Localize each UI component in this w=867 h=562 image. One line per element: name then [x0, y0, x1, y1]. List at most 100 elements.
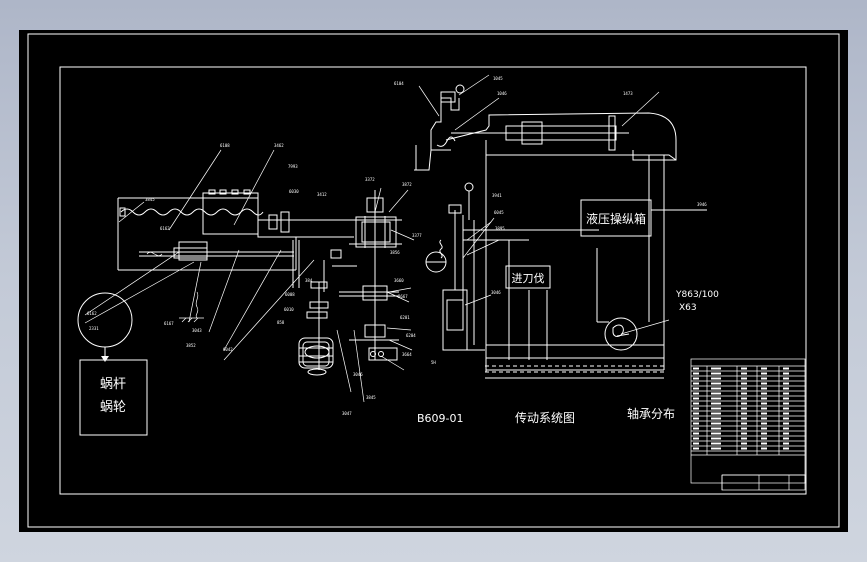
table-cell-mark — [761, 412, 767, 415]
table-cell-mark — [761, 377, 767, 380]
table-cell-mark — [711, 412, 721, 415]
svg-text:3660: 3660 — [394, 278, 404, 283]
table-cell-mark — [693, 382, 699, 385]
worm-label: 蜗杆 — [100, 376, 126, 392]
table-cell-mark — [711, 377, 721, 380]
svg-text:1046: 1046 — [497, 91, 507, 96]
table-cell-mark — [741, 417, 747, 420]
worm-wheel-label: 蜗轮 — [100, 399, 126, 415]
table-cell-mark — [711, 432, 721, 435]
svg-text:858: 858 — [277, 320, 285, 325]
svg-text:2331: 2331 — [89, 326, 99, 331]
table-cell-mark — [761, 372, 767, 375]
table-cell-mark — [693, 372, 699, 375]
svg-text:3412: 3412 — [317, 192, 327, 197]
table-cell-mark — [761, 402, 767, 405]
table-cell-mark — [711, 382, 721, 385]
svg-text:3872: 3872 — [402, 182, 412, 187]
svg-text:6008: 6008 — [285, 292, 295, 297]
table-cell-mark — [783, 427, 789, 430]
table-cell-mark — [711, 437, 721, 440]
table-cell-mark — [741, 407, 747, 410]
table-cell-mark — [783, 367, 789, 370]
table-cell-mark — [783, 392, 789, 395]
table-cell-mark — [761, 382, 767, 385]
cad-drawing-canvas: 蜗杆 蜗轮 3845 6108 3462 6162 6162 2331 6167… — [19, 30, 848, 532]
hydraulic-control-box — [580, 199, 652, 237]
feed-valve-label: 进刀伐 — [512, 272, 545, 285]
svg-text:6104: 6104 — [394, 81, 404, 86]
table-cell-mark — [693, 417, 699, 420]
bearing-distribution-title: 轴承分布 — [627, 406, 675, 421]
table-cell-mark — [761, 427, 767, 430]
inner-border — [59, 66, 807, 495]
pump-circle — [604, 317, 638, 351]
transmission-diagram: 蜗杆 蜗轮 3845 6108 3462 6162 6162 2331 6167… — [27, 33, 840, 528]
table-cell-mark — [693, 427, 699, 430]
table-cell-mark — [741, 367, 747, 370]
table-cell-mark — [761, 387, 767, 390]
svg-text:3046: 3046 — [353, 372, 363, 377]
hydraulic-control-label: 液压操纵箱 — [586, 211, 646, 226]
table-cell-mark — [741, 437, 747, 440]
table-cell-mark — [783, 402, 789, 405]
table-cell-mark — [783, 372, 789, 375]
svg-text:3946: 3946 — [697, 202, 707, 207]
table-cell-mark — [711, 427, 721, 430]
svg-text:3462: 3462 — [274, 143, 284, 148]
table-cell-mark — [741, 377, 747, 380]
table-cell-mark — [741, 432, 747, 435]
svg-text:3895: 3895 — [495, 226, 505, 231]
svg-text:6010: 6010 — [284, 307, 294, 312]
table-cell-mark — [783, 422, 789, 425]
table-cell-mark — [761, 407, 767, 410]
hydraulic-section — [414, 84, 677, 379]
table-cell-mark — [693, 387, 699, 390]
table-cell-mark — [783, 377, 789, 380]
table-cell-mark — [711, 417, 721, 420]
svg-text:6162: 6162 — [87, 311, 97, 316]
table-cell-mark — [783, 417, 789, 420]
table-cell-mark — [711, 402, 721, 405]
table-cell-mark — [711, 442, 721, 445]
table-cell-mark — [711, 397, 721, 400]
svg-text:3664: 3664 — [402, 352, 412, 357]
table-cell-mark — [693, 447, 699, 450]
svg-text:1473: 1473 — [623, 91, 633, 96]
table-cell-mark — [783, 412, 789, 415]
table-cell-mark — [783, 397, 789, 400]
table-cell-mark — [711, 387, 721, 390]
svg-text:6042: 6042 — [223, 347, 233, 352]
svg-text:3667: 3667 — [398, 294, 408, 299]
svg-text:6030: 6030 — [289, 189, 299, 194]
svg-text:1045: 1045 — [493, 76, 503, 81]
table-cell-mark — [783, 407, 789, 410]
table-cell-mark — [741, 427, 747, 430]
table-cell-mark — [761, 442, 767, 445]
table-cell-mark — [711, 367, 721, 370]
motor-column — [298, 281, 334, 376]
table-cell-mark — [761, 447, 767, 450]
table-cell-mark — [783, 437, 789, 440]
table-cell-mark — [783, 447, 789, 450]
motor-model-sublabel: X63 — [679, 303, 697, 313]
svg-text:3377: 3377 — [412, 233, 422, 238]
table-cell-mark — [693, 407, 699, 410]
table-cell-mark — [693, 392, 699, 395]
table-cell-mark — [711, 392, 721, 395]
table-cell-mark — [741, 402, 747, 405]
svg-text:3845: 3845 — [366, 395, 376, 400]
svg-text:3852: 3852 — [186, 343, 196, 348]
table-cell-mark — [761, 417, 767, 420]
table-cell-mark — [741, 372, 747, 375]
table-cell-mark — [783, 382, 789, 385]
table-cell-mark — [761, 392, 767, 395]
svg-text:3856: 3856 — [390, 250, 400, 255]
table-cell-mark — [761, 432, 767, 435]
table-cell-mark — [761, 397, 767, 400]
svg-text:3845: 3845 — [145, 197, 155, 202]
svg-text:7993: 7993 — [288, 164, 298, 169]
table-cell-mark — [693, 442, 699, 445]
table-cell-mark — [741, 382, 747, 385]
svg-text:3372: 3372 — [365, 177, 375, 182]
